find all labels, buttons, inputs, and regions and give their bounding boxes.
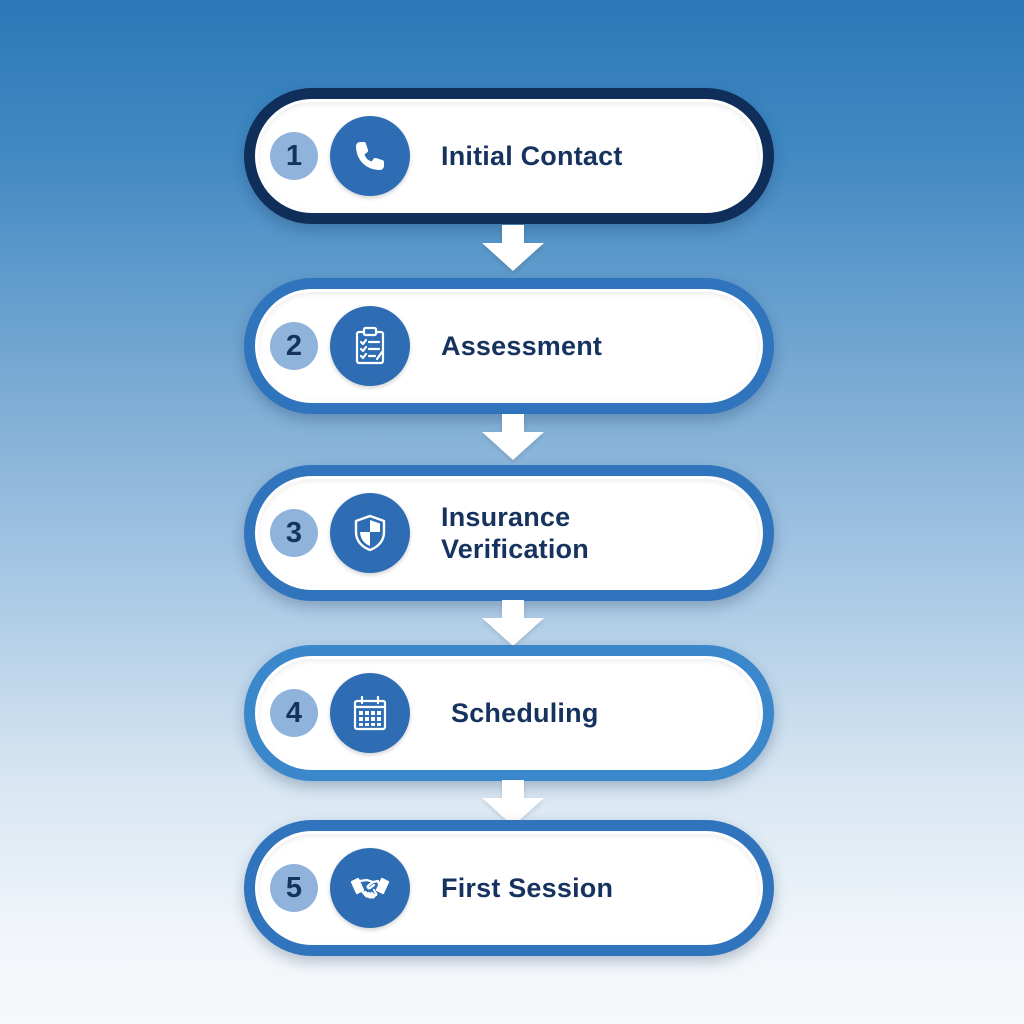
step-scheduling: 4 Scheduling — [244, 645, 774, 781]
clipboard-icon — [330, 306, 410, 386]
step-number-badge: 5 — [270, 864, 318, 912]
step-number-badge: 3 — [270, 509, 318, 557]
step-label: Scheduling — [451, 698, 599, 728]
arrow-down-icon — [482, 600, 544, 646]
step-label: First Session — [441, 873, 614, 903]
step-insurance-verification: 3 Insurance Verification — [244, 465, 774, 601]
step-number-badge: 4 — [270, 689, 318, 737]
step-label: Insurance Verification — [441, 502, 589, 564]
step-number-badge: 2 — [270, 322, 318, 370]
calendar-icon — [330, 673, 410, 753]
arrow-down-icon — [482, 414, 544, 460]
arrow-down-icon — [482, 225, 544, 271]
step-first-session: 5 First Session — [244, 820, 774, 956]
handshake-icon — [330, 848, 410, 928]
step-number-badge: 1 — [270, 132, 318, 180]
shield-icon — [330, 493, 410, 573]
arrow-down-icon — [482, 780, 544, 826]
step-label: Assessment — [441, 331, 603, 361]
step-label: Initial Contact — [441, 141, 623, 171]
step-assessment: 2 Assessment — [244, 278, 774, 414]
phone-icon — [330, 116, 410, 196]
step-initial-contact: 1 Initial Contact — [244, 88, 774, 224]
